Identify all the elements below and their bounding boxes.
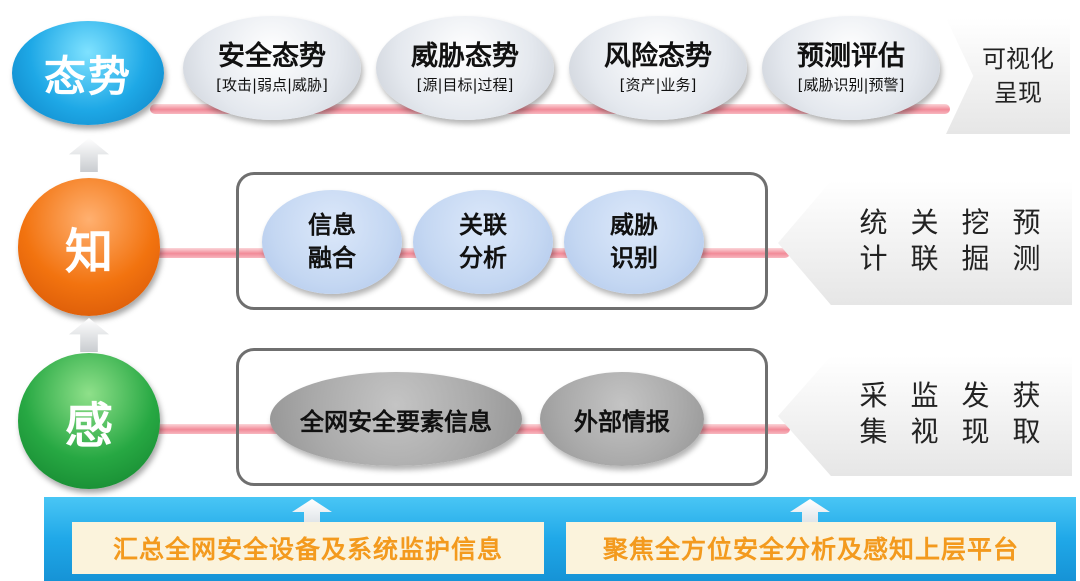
- method-char: 集: [859, 415, 888, 448]
- level-situation-circle: 态势: [12, 21, 164, 125]
- level-knowledge-circle: 知: [18, 178, 160, 316]
- pill-line-2: 融合: [308, 244, 356, 272]
- perception-pill-external: 外部情报: [540, 372, 704, 466]
- method-char: 预: [1012, 206, 1041, 239]
- pill-subtitle: [资产|业务]: [619, 76, 697, 94]
- method-char: 计: [859, 242, 888, 275]
- method-char: 监: [910, 379, 939, 412]
- method-char: 获: [1012, 379, 1041, 412]
- knowledge-pill-fusion: 信息 融合: [262, 190, 402, 294]
- method-char: 采: [859, 379, 888, 412]
- situation-pill-security: 安全态势 [攻击|弱点|威胁]: [183, 16, 361, 120]
- pill-label: 外部情报: [574, 407, 670, 436]
- foundation-right-label: 聚焦全方位安全分析及感知上层平台: [566, 522, 1056, 574]
- pill-subtitle: [威胁识别|预警]: [797, 76, 905, 94]
- pill-title: 安全态势: [218, 41, 326, 72]
- perception-pill-network: 全网安全要素信息: [270, 372, 522, 466]
- knowledge-methods-box: 统 关 挖 预 计 联 掘 测: [778, 181, 1072, 305]
- knowledge-panel: [236, 172, 768, 310]
- level-perception-circle: 感: [18, 353, 160, 489]
- top-connector-line: [150, 104, 950, 114]
- up-arrow-icon: [69, 318, 109, 352]
- visual-line-1: 可视化: [982, 45, 1054, 73]
- method-char: 取: [1012, 415, 1041, 448]
- method-char: 联: [910, 242, 939, 275]
- knowledge-pill-correlation: 关联 分析: [413, 190, 553, 294]
- up-arrow-icon: [69, 138, 109, 172]
- method-char: 关: [910, 206, 939, 239]
- pill-line-2: 识别: [610, 244, 658, 272]
- situation-pill-threat: 威胁态势 [源|目标|过程]: [376, 16, 554, 120]
- method-char: 掘: [961, 242, 990, 275]
- pill-title: 预测评估: [797, 41, 905, 72]
- knowledge-pill-threat-id: 威胁 识别: [564, 190, 704, 294]
- visual-presentation-box: 可视化 呈现: [946, 18, 1070, 134]
- pill-line-2: 分析: [459, 244, 507, 272]
- knowledge-methods-grid: 统 关 挖 预 计 联 掘 测: [848, 205, 1052, 277]
- method-char: 现: [961, 415, 990, 448]
- visual-line-2: 呈现: [994, 79, 1042, 107]
- pill-subtitle: [攻击|弱点|威胁]: [216, 76, 328, 94]
- situation-pill-risk: 风险态势 [资产|业务]: [569, 16, 747, 120]
- pill-line-1: 关联: [459, 211, 507, 239]
- method-char: 统: [859, 206, 888, 239]
- perception-panel: [236, 348, 768, 486]
- method-char: 挖: [961, 206, 990, 239]
- pill-line-1: 信息: [308, 211, 356, 239]
- pill-title: 风险态势: [604, 41, 712, 72]
- method-char: 视: [910, 415, 939, 448]
- pill-subtitle: [源|目标|过程]: [416, 76, 514, 94]
- pill-line-1: 威胁: [610, 211, 658, 239]
- method-char: 测: [1012, 242, 1041, 275]
- perception-methods-grid: 采 监 发 获 集 视 现 取: [848, 378, 1052, 450]
- pill-label: 全网安全要素信息: [300, 407, 492, 436]
- foundation-left-label: 汇总全网安全设备及系统监护信息: [72, 522, 544, 574]
- pill-title: 威胁态势: [411, 41, 519, 72]
- perception-methods-box: 采 监 发 获 集 视 现 取: [778, 356, 1072, 476]
- method-char: 发: [961, 379, 990, 412]
- situation-pill-forecast: 预测评估 [威胁识别|预警]: [762, 16, 940, 120]
